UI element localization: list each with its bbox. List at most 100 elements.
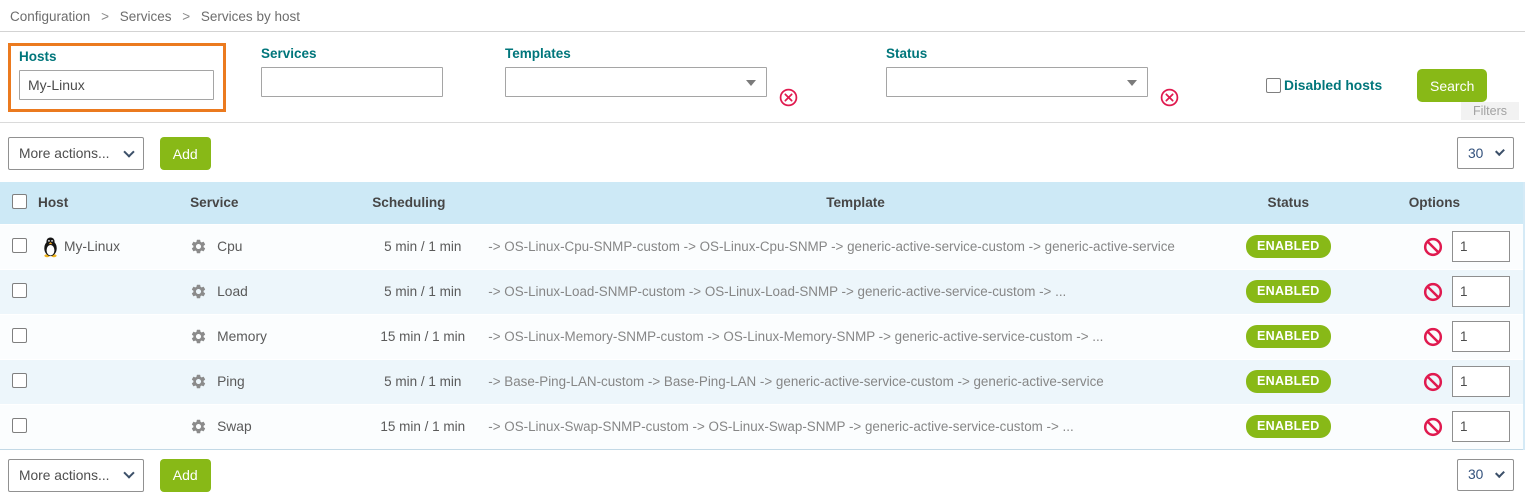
options-input[interactable]: [1452, 411, 1510, 442]
templates-filter-select[interactable]: [505, 67, 767, 97]
templates-filter: Templates: [505, 46, 798, 107]
service-name[interactable]: Memory: [217, 329, 267, 344]
filter-bar: Hosts Services Templates Status: [0, 31, 1525, 123]
options-input[interactable]: [1452, 366, 1510, 397]
disable-icon[interactable]: [1423, 237, 1443, 257]
more-actions-label: More actions...: [19, 146, 110, 161]
column-header-options[interactable]: Options: [1345, 182, 1524, 224]
row-checkbox[interactable]: [12, 372, 27, 388]
disable-icon[interactable]: [1423, 372, 1443, 392]
disabled-hosts-checkbox[interactable]: [1266, 78, 1281, 93]
table-body: My-Linux Cpu 5 min / 1 min -> OS-Linux-C…: [0, 224, 1524, 449]
template-chain[interactable]: -> Base-Ping-LAN-custom -> Base-Ping-LAN…: [488, 374, 1104, 389]
template-chain[interactable]: -> OS-Linux-Cpu-SNMP-custom -> OS-Linux-…: [488, 239, 1175, 254]
scheduling-value: 15 min / 1 min: [380, 329, 466, 344]
gear-icon: [190, 238, 207, 255]
chevron-down-icon: [746, 80, 756, 86]
status-filter: Status: [886, 46, 1179, 107]
page-size-select-bottom[interactable]: 30: [1457, 458, 1514, 491]
service-name[interactable]: Ping: [217, 374, 245, 389]
table-row: Swap 15 min / 1 min -> OS-Linux-Swap-SNM…: [0, 404, 1524, 449]
template-chain[interactable]: -> OS-Linux-Swap-SNMP-custom -> OS-Linux…: [488, 419, 1074, 434]
table-row: Memory 15 min / 1 min -> OS-Linux-Memory…: [0, 314, 1524, 359]
more-actions-select-top[interactable]: More actions...: [8, 137, 144, 170]
hosts-filter-input[interactable]: [19, 70, 214, 100]
services-filter-input[interactable]: [261, 67, 443, 97]
table-row: Ping 5 min / 1 min -> Base-Ping-LAN-cust…: [0, 359, 1524, 404]
breadcrumb: Configuration > Services > Services by h…: [0, 0, 1525, 31]
row-checkbox[interactable]: [12, 282, 27, 298]
breadcrumb-configuration[interactable]: Configuration: [10, 9, 91, 24]
chevron-down-icon: [1495, 146, 1506, 156]
column-header-host[interactable]: Host: [38, 182, 183, 224]
add-button-top[interactable]: Add: [159, 137, 211, 170]
services-filter: Services: [261, 46, 443, 97]
chevron-down-icon: [123, 467, 135, 479]
top-toolbar: More actions... Add 30: [8, 137, 1517, 170]
disable-icon[interactable]: [1423, 417, 1443, 437]
status-badge: ENABLED: [1246, 325, 1331, 348]
more-actions-label: More actions...: [19, 467, 110, 483]
bottom-toolbar: More actions... Add 30: [8, 458, 1517, 492]
disable-icon[interactable]: [1423, 327, 1443, 347]
table-header-row: Host Service Scheduling Template Status …: [0, 182, 1524, 224]
status-badge: ENABLED: [1246, 280, 1331, 303]
status-badge: ENABLED: [1246, 370, 1331, 393]
column-header-status[interactable]: Status: [1230, 182, 1346, 224]
column-header-scheduling[interactable]: Scheduling: [365, 182, 481, 224]
row-checkbox[interactable]: [12, 237, 27, 253]
scheduling-value: 5 min / 1 min: [384, 374, 462, 389]
template-chain[interactable]: -> OS-Linux-Load-SNMP-custom -> OS-Linux…: [488, 284, 1067, 299]
service-name[interactable]: Load: [217, 284, 248, 299]
status-badge: ENABLED: [1246, 415, 1331, 438]
table-row: Load 5 min / 1 min -> OS-Linux-Load-SNMP…: [0, 269, 1524, 314]
services-table: Host Service Scheduling Template Status …: [0, 182, 1525, 450]
row-checkbox[interactable]: [12, 417, 27, 433]
gear-icon: [190, 328, 207, 345]
templates-clear-icon[interactable]: [779, 88, 798, 107]
page-size-value: 30: [1468, 467, 1484, 482]
scheduling-value: 15 min / 1 min: [380, 419, 466, 434]
status-filter-label: Status: [886, 46, 928, 61]
breadcrumb-services[interactable]: Services: [119, 9, 172, 24]
hosts-filter-label: Hosts: [19, 49, 57, 64]
template-chain[interactable]: -> OS-Linux-Memory-SNMP-custom -> OS-Lin…: [488, 329, 1104, 344]
gear-icon: [190, 283, 207, 300]
chevron-down-icon: [123, 145, 135, 158]
filters-section-label: Filters: [1460, 102, 1519, 120]
host-name[interactable]: My-Linux: [64, 239, 120, 254]
status-filter-select[interactable]: [886, 67, 1148, 97]
page-size-value: 30: [1468, 145, 1484, 161]
table-row: My-Linux Cpu 5 min / 1 min -> OS-Linux-C…: [0, 224, 1524, 269]
options-input[interactable]: [1452, 276, 1510, 307]
chevron-down-icon: [1127, 80, 1137, 86]
disable-icon[interactable]: [1423, 282, 1443, 302]
column-header-template[interactable]: Template: [480, 182, 1231, 224]
column-header-service[interactable]: Service: [182, 182, 366, 224]
status-badge: ENABLED: [1246, 235, 1331, 258]
breadcrumb-separator: >: [182, 9, 191, 24]
options-input[interactable]: [1452, 231, 1510, 262]
gear-icon: [190, 373, 207, 390]
scheduling-value: 5 min / 1 min: [384, 239, 462, 254]
status-clear-icon[interactable]: [1160, 88, 1179, 107]
chevron-down-icon: [1495, 467, 1506, 478]
linux-penguin-icon: [42, 236, 59, 258]
page-size-select-top[interactable]: 30: [1457, 137, 1514, 169]
services-filter-label: Services: [261, 46, 317, 61]
breadcrumb-services-by-host[interactable]: Services by host: [200, 9, 300, 24]
disabled-hosts-label: Disabled hosts: [1284, 78, 1383, 93]
more-actions-select-bottom[interactable]: More actions...: [8, 458, 144, 492]
service-name[interactable]: Cpu: [217, 239, 243, 254]
hosts-filter-highlighted: Hosts: [8, 43, 226, 112]
disabled-hosts-toggle[interactable]: Disabled hosts: [1266, 78, 1382, 93]
scheduling-value: 5 min / 1 min: [384, 284, 462, 299]
breadcrumb-separator: >: [101, 9, 109, 24]
row-checkbox[interactable]: [12, 327, 27, 343]
search-button[interactable]: Search: [1417, 69, 1487, 102]
options-input[interactable]: [1452, 321, 1510, 352]
host-cell-content: My-Linux: [42, 236, 182, 258]
add-button-bottom[interactable]: Add: [159, 458, 211, 492]
select-all-checkbox[interactable]: [12, 193, 27, 209]
service-name[interactable]: Swap: [217, 419, 252, 434]
